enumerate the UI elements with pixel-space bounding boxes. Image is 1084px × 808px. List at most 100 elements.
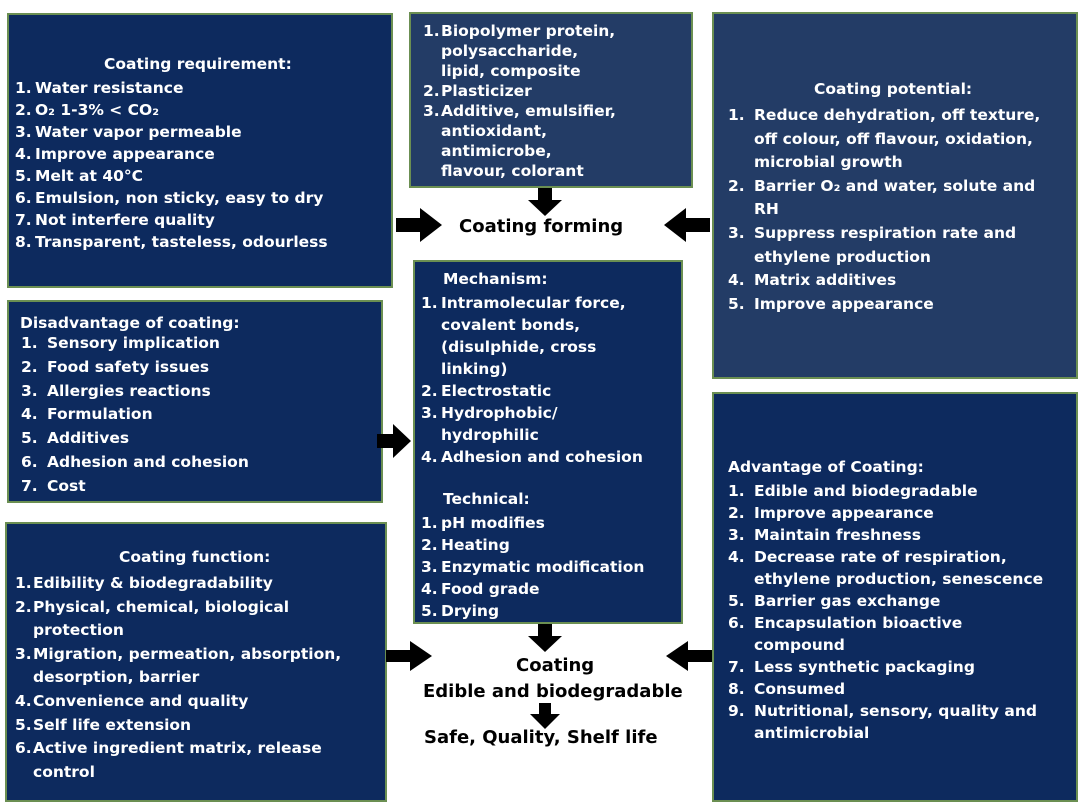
list-item-text: Heating (441, 536, 510, 554)
list-item-text: off colour, off flavour, oxidation, (754, 129, 1033, 148)
list-item-number: 7. (15, 211, 32, 229)
list-item-number: 4. (728, 271, 745, 290)
list-item-text: protection (33, 621, 124, 640)
coating-forming-label: Coating forming (459, 216, 624, 237)
list-item-text: Less synthetic packaging (754, 658, 975, 676)
coating-potential-box: Coating potential: 1.Reduce dehydration,… (712, 12, 1078, 379)
list-item-number: 2. (421, 382, 438, 400)
list-item-text: Water resistance (35, 79, 184, 97)
list-item-number: 6. (728, 614, 745, 632)
list-item-text: O₂ 1-3% < CO₂ (35, 101, 160, 119)
list-item-number: 2. (423, 82, 440, 100)
list-item-text: Food safety issues (47, 357, 210, 376)
list-item-text: ethylene production, senescence (754, 570, 1044, 588)
list-item-number: 4. (15, 145, 32, 163)
list-item-number: 4. (421, 580, 438, 598)
arrow-left-advantage-icon (666, 641, 712, 671)
list-item-number: 7. (728, 658, 745, 676)
list-item-text: Sensory implication (47, 334, 220, 352)
list-item-text: Maintain freshness (754, 526, 922, 544)
list-item-text: lipid, composite (441, 62, 581, 80)
list-item-text: Barrier O₂ and water, solute and (754, 176, 1036, 195)
list-item-text: hydrophilic (441, 426, 539, 444)
list-item-text: Improve appearance (754, 294, 934, 313)
list-item-text: antimicrobial (754, 724, 870, 742)
list-item-text: Drying (441, 602, 500, 620)
list-item-number: 2. (15, 101, 32, 119)
list-item-text: Cost (47, 476, 86, 495)
list-item-text: Consumed (754, 680, 846, 698)
list-item-text: Additives (47, 429, 130, 448)
mechanism-box: Mechanism: 1. Intramolecular force, covale… (413, 260, 683, 624)
technical-title: Technical: (443, 490, 530, 508)
list-item-number: 4. (728, 548, 745, 566)
list-item-number: 2. (728, 504, 745, 522)
list-item-text: Adhesion and cohesion (441, 448, 643, 466)
list-item-number: 2. (421, 536, 438, 554)
disadvantage-title: Disadvantage of coating: (20, 314, 240, 332)
list-item-text: Barrier gas exchange (754, 592, 941, 610)
list-item-number: 5. (15, 715, 32, 734)
list-item-text: Adhesion and cohesion (47, 453, 249, 471)
list-item-text: flavour, colorant (441, 162, 584, 180)
list-item-number: 2. (728, 176, 745, 195)
list-item-number: 5. (728, 592, 745, 610)
edible-biodegradable-label: Edible and biodegradable (423, 681, 683, 702)
list-item-text: Improve appearance (35, 145, 215, 163)
list-item-text: Electrostatic (441, 382, 552, 400)
list-item-text: Transparent, tasteless, odourless (35, 233, 328, 251)
list-item-number: 3. (15, 123, 32, 141)
list-item-text: Edible and biodegradable (754, 482, 978, 500)
list-item-text: antimicrobe, (441, 142, 552, 160)
list-item-text: microbial growth (754, 153, 903, 172)
list-item-text: Intramolecular force, (441, 294, 626, 312)
list-item-text: compound (754, 636, 845, 654)
list-item-number: 6. (15, 739, 32, 758)
list-item-text: pH modifies (441, 514, 545, 532)
list-item-text: covalent bonds, (441, 316, 581, 334)
coating-function-box: Coating function: 1.Edibility & biodegra… (5, 522, 387, 802)
list-item-number: 3. (423, 102, 440, 120)
list-item-text: Water vapor permeable (35, 123, 242, 141)
list-item-text: Hydrophobic/ (441, 404, 558, 422)
list-item-text: Allergies reactions (47, 381, 211, 400)
list-item-text: control (33, 762, 95, 781)
coating-potential-title: Coating potential: (814, 80, 973, 98)
list-item-text: Migration, permeation, absorption, (33, 644, 342, 663)
list-item-text: Food grade (441, 580, 540, 598)
list-item-number: 2. (15, 597, 32, 616)
mechanism-title: Mechanism: (443, 270, 548, 288)
list-item-text: Self life extension (33, 715, 192, 734)
coating-requirement-title: Coating requirement: (104, 55, 292, 73)
list-item-text: polysaccharide, (441, 42, 579, 60)
list-item-number: 5. (15, 167, 32, 185)
list-item-number: 1. (21, 334, 38, 352)
list-item-number: 8. (15, 233, 32, 251)
list-item-number: 1. (423, 22, 440, 40)
list-item-text: Not interfere quality (35, 211, 215, 229)
list-item-text: Melt at 40°C (35, 167, 144, 185)
list-item-number: 3. (21, 381, 38, 400)
list-item-number: 1. (728, 482, 745, 500)
list-item-number: 1. (15, 574, 32, 592)
list-item-text: Formulation (47, 405, 153, 424)
arrow-down-materials-icon (528, 188, 562, 216)
list-item-number: 2. (21, 357, 38, 376)
list-item-text: Edibility & biodegradability (33, 574, 273, 592)
advantage-box: Advantage of Coating: 1. Edible and biode… (712, 392, 1078, 802)
list-item-number: 5. (21, 429, 38, 448)
list-item-text: Improve appearance (754, 504, 934, 522)
list-item-number: 5. (421, 602, 438, 620)
list-item-text: Emulsion, non sticky, easy to dry (35, 189, 324, 207)
list-item-text: Active ingredient matrix, release (33, 739, 322, 758)
list-item-text: (disulphide, cross (441, 338, 597, 356)
arrow-right-function-icon (386, 641, 432, 671)
list-item-number: 8. (728, 680, 745, 698)
list-item-number: 3. (421, 558, 438, 576)
advantage-title: Advantage of Coating: (728, 458, 924, 476)
list-item-number: 3. (421, 404, 438, 422)
list-item-number: 1. (421, 514, 438, 532)
outcome-label: Safe, Quality, Shelf life (424, 727, 658, 748)
list-item-text: RH (754, 200, 779, 219)
